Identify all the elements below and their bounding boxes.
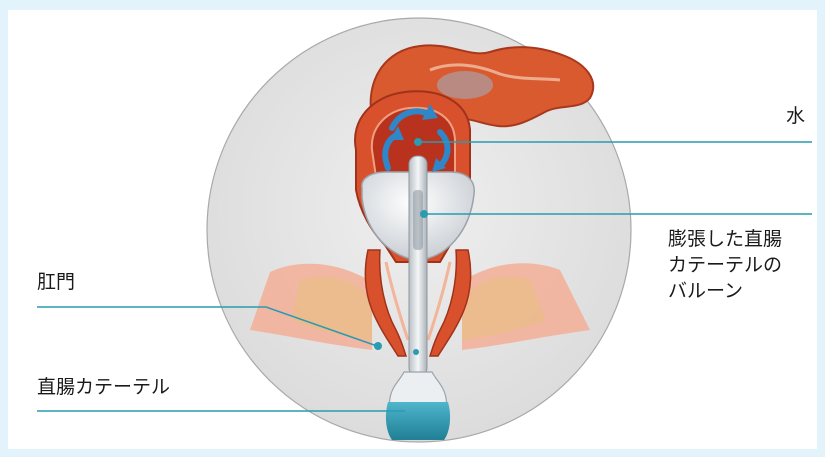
catheter-tip (386, 402, 450, 440)
label-catheter: 直腸カテーテル (37, 374, 170, 400)
label-balloon: 膨張した直腸 カテーテルの バルーン (668, 226, 782, 304)
label-balloon-line-2: カテーテルの (668, 252, 782, 278)
label-anus: 肛門 (37, 269, 75, 295)
anus-point-dot (374, 342, 382, 350)
catheter-shaft (409, 156, 427, 376)
label-water: 水 (786, 103, 805, 129)
catheter-point-dot (413, 349, 419, 355)
water-point-dot (414, 138, 422, 146)
label-balloon-line-1: 膨張した直腸 (668, 226, 782, 252)
label-balloon-line-3: バルーン (668, 278, 782, 304)
balloon-point-dot (420, 210, 428, 218)
